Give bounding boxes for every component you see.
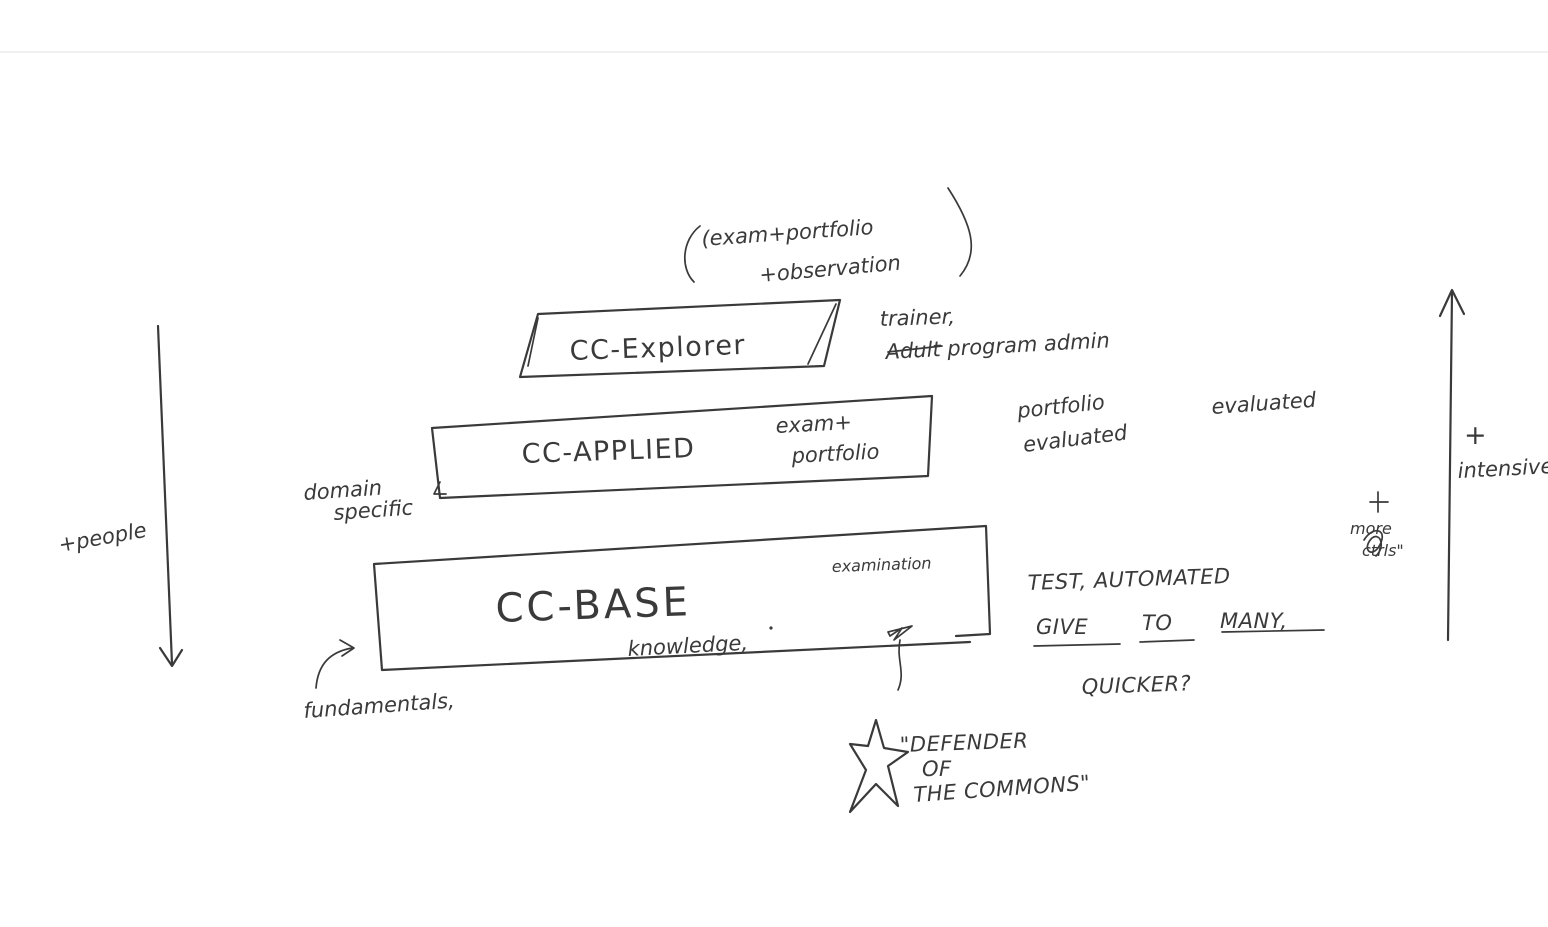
base-test-line-1: TEST, AUTOMATED <box>1027 564 1231 595</box>
base-label: CC-BASE <box>495 579 692 632</box>
rigor-axis-label: intensive <box>1457 454 1548 483</box>
people-axis-line <box>156 324 174 666</box>
more-note: more ctrls" <box>1350 491 1404 560</box>
applied-assessment-line-2: portfolio <box>790 439 880 468</box>
people-axis-arrowhead <box>158 646 184 668</box>
base-test-line-3: QUICKER? <box>1081 671 1191 699</box>
applied-side-note-line-2: evaluated <box>1022 420 1130 457</box>
explorer-role-line-1: trainer, <box>879 304 955 331</box>
base-assessment: examination <box>831 554 931 576</box>
rigor-axis-plus: + <box>1464 420 1488 451</box>
many-underline <box>1221 629 1325 633</box>
defender-line-1: "DEFENDER <box>899 729 1028 757</box>
to-underline <box>1139 639 1195 643</box>
level-applied: CC-APPLIED exam+ portfolio <box>430 394 934 500</box>
top-note-open-paren <box>683 225 701 283</box>
rigor-axis-line <box>1446 290 1454 642</box>
more-note-line-1: more <box>1350 519 1392 538</box>
base-test-note: TEST, AUTOMATED GIVE TO MANY, QUICKER? <box>1027 564 1325 699</box>
level-base: CC-BASE examination knowledge, <box>372 524 992 672</box>
people-axis: +people <box>57 324 184 668</box>
applied-corner-mark <box>433 481 447 495</box>
top-note: (exam+portfolio +observation <box>683 187 973 287</box>
base-test-many: MANY, <box>1220 609 1288 633</box>
top-note-line-2: +observation <box>758 251 901 287</box>
domain-line-2: specific <box>333 495 415 525</box>
rigor-axis: + intensive <box>1438 288 1548 642</box>
base-dot <box>769 626 773 630</box>
base-sub-label: knowledge, <box>627 631 749 661</box>
base-box <box>372 524 992 672</box>
defender-connector <box>897 639 902 691</box>
top-note-line-1: (exam+portfolio <box>701 215 875 251</box>
top-note-bracket <box>947 187 973 277</box>
explorer-box <box>518 298 842 379</box>
fundamentals-label: fundamentals, <box>303 688 456 723</box>
applied-side-note-extra: evaluated <box>1211 388 1318 419</box>
defender-line-2: OF <box>922 757 952 781</box>
base-test-give: GIVE <box>1036 615 1088 639</box>
fundamentals-arrow <box>315 647 353 689</box>
give-underline <box>1033 643 1121 647</box>
explorer-role-line-2: Adult program admin <box>883 328 1110 364</box>
applied-side-note-line-1: portfolio <box>1015 390 1106 423</box>
applied-box <box>430 394 934 500</box>
applied-label: CC-APPLIED <box>521 433 696 470</box>
applied-assessment-line-1: exam+ <box>775 410 852 438</box>
domain-line-1: domain <box>303 476 383 505</box>
defender-callout: "DEFENDER OF THE COMMONS" <box>848 625 1091 814</box>
adult-strikethrough <box>887 345 943 353</box>
fundamentals-arrowhead <box>339 639 355 657</box>
people-axis-label: +people <box>57 518 149 557</box>
more-note-line-2: ctrls" <box>1362 541 1404 560</box>
more-note-scribble <box>1363 529 1384 557</box>
rigor-axis-arrowhead <box>1438 288 1466 318</box>
base-test-to: TO <box>1142 611 1172 635</box>
explorer-label: CC-Explorer <box>569 330 746 367</box>
defender-small-star-icon <box>887 625 913 641</box>
level-explorer: CC-Explorer <box>518 298 842 379</box>
explorer-box-inner-edge <box>527 303 837 367</box>
defender-star-icon <box>848 718 910 814</box>
